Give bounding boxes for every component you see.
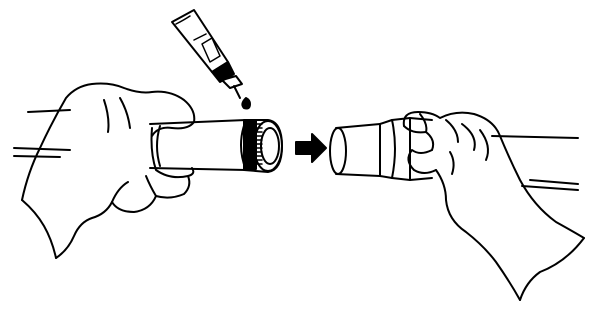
knurled-collar [244, 120, 282, 172]
arrow-right-icon [296, 134, 326, 162]
glue-tube-icon [172, 10, 242, 98]
right-hand-icon [404, 112, 584, 300]
drop-icon [242, 98, 250, 109]
left-hand-icon [22, 84, 194, 259]
